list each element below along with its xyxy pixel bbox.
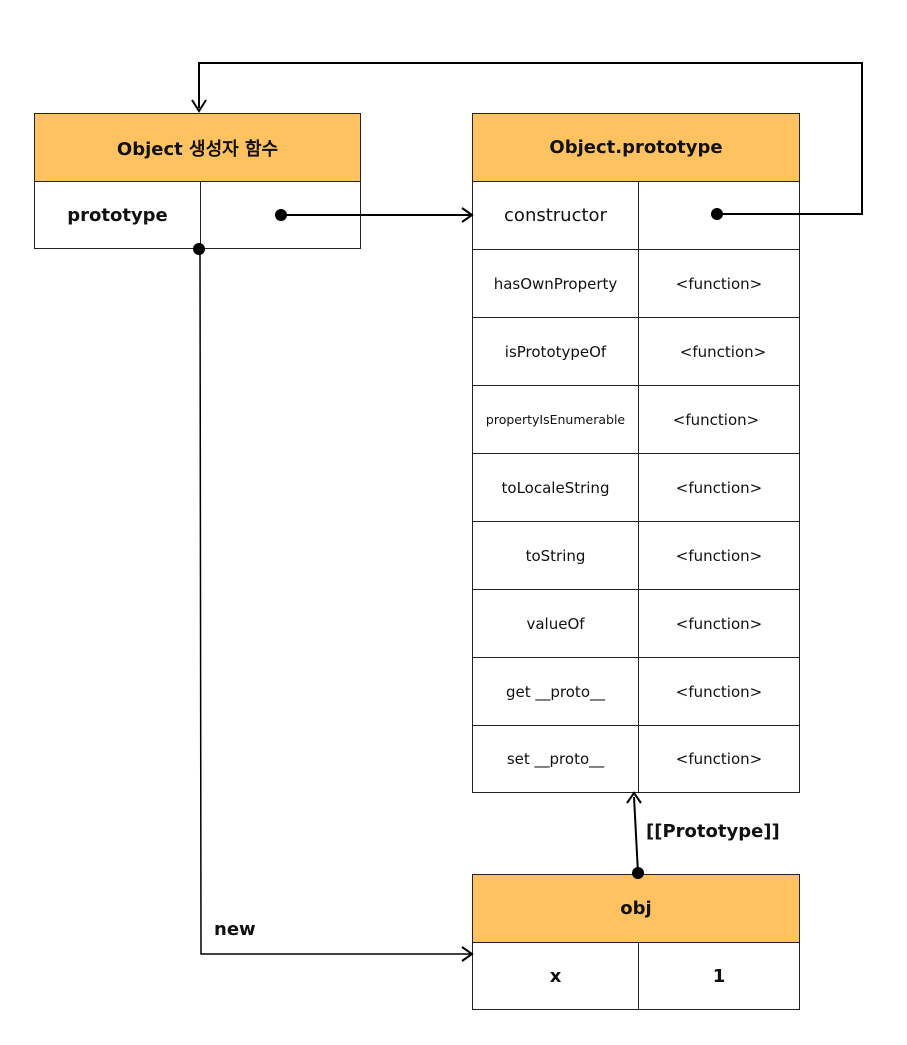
prototype-row-value: <function>: [638, 589, 800, 658]
constructor-fn-key-cell: prototype: [34, 181, 201, 249]
prototype-link-label: [[Prototype]]: [646, 821, 780, 842]
prototype-row-key: hasOwnProperty: [472, 249, 639, 318]
instance-title: obj: [620, 898, 652, 919]
instance-value-cell: 1: [638, 942, 800, 1010]
constructor-fn-header: Object 생성자 함수: [34, 113, 361, 182]
prototype-row-value: <function>: [638, 385, 800, 454]
prototype-dot: [275, 209, 287, 221]
new-arrow: [199, 248, 470, 955]
instance-key-cell: x: [472, 942, 639, 1010]
prototype-row-value: <function>: [638, 725, 800, 793]
new-origin-dot: [193, 243, 205, 255]
prototype-arrowhead: [461, 207, 474, 223]
constructor-fn-title: Object 생성자 함수: [116, 138, 279, 160]
prototype-row-key: toString: [472, 521, 639, 590]
prototype-row-value: <function>: [638, 453, 800, 522]
prototype-row-value: <function>: [638, 317, 800, 386]
prototype-row-key: set __proto__: [472, 725, 639, 793]
prototype-row-value: <function>: [638, 249, 800, 318]
constructor-fn-key: prototype: [67, 204, 168, 226]
prototype-row-key: isPrototypeOf: [472, 317, 639, 386]
instance-key: x: [549, 965, 562, 987]
instance-value: 1: [712, 965, 726, 987]
prototype-obj-title: Object.prototype: [549, 137, 723, 158]
prototype-row-value: <function>: [638, 657, 800, 726]
new-arrowhead: [461, 946, 474, 962]
prototype-link-arrow: [633, 796, 639, 874]
constructor-back-arrow: [198, 62, 863, 215]
prototype-link-arrowhead: [626, 791, 642, 804]
prototype-link-dot: [632, 867, 644, 879]
prototype-row-key: valueOf: [472, 589, 639, 658]
new-label: new: [214, 919, 256, 940]
constructor-back-arrowhead: [191, 99, 207, 113]
constructor-dot: [711, 208, 723, 220]
prototype-row-value: <function>: [638, 521, 800, 590]
